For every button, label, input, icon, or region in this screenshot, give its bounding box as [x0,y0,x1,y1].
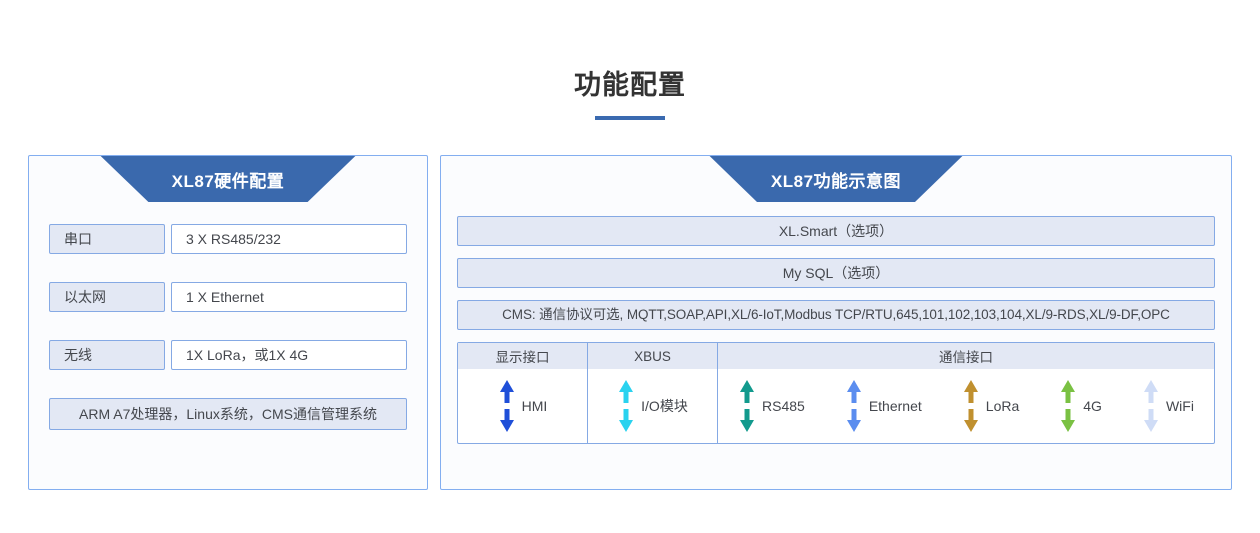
interface-label-io-module: I/O模块 [641,398,688,414]
interfaces-body-row: HMI I/O模块 [458,369,1214,443]
hardware-spec-list: 串口 3 X RS485/232 以太网 1 X Ethernet 无线 1X … [29,202,427,370]
banner-shape [100,156,356,202]
interface-item-ethernet: Ethernet [845,379,922,433]
interface-cell-xbus: I/O模块 [588,369,718,443]
double-arrow-icon [846,380,861,432]
comm-interface-list: RS485 Ethernet [718,379,1214,433]
interface-item-wifi: WiFi [1142,379,1194,433]
interface-label-4g: 4G [1083,398,1102,414]
interfaces-header-xbus: XBUS [588,343,718,369]
interface-label-wifi: WiFi [1165,398,1194,414]
spec-value-wireless: 1X LoRa，或1X 4G [171,340,407,370]
spec-label-serial: 串口 [49,224,165,254]
interface-label-lora: LoRa [985,398,1020,414]
interfaces-header-display: 显示接口 [458,343,588,369]
spec-row: 无线 1X LoRa，或1X 4G [49,340,407,370]
spec-label-ethernet: 以太网 [49,282,165,312]
interfaces-header-row: 显示接口 XBUS 通信接口 [458,343,1214,369]
interfaces-header-comm: 通信接口 [939,350,993,365]
double-arrow-icon [619,380,634,432]
interface-item-lora: LoRa [962,379,1019,433]
double-arrow-icon [499,380,514,432]
stack-bar-mysql: My SQL（选项） [457,258,1215,288]
double-arrow-icon [740,380,754,432]
hardware-config-banner-label: XL87硬件配置 [171,171,285,191]
interface-item-io-module: I/O模块 [617,379,688,433]
hardware-config-panel: XL87硬件配置 串口 3 X RS485/232 以太网 1 X Ethern… [28,155,428,490]
double-arrow-icon [1143,380,1158,432]
interface-item-4g: 4G [1059,379,1102,433]
hardware-config-banner: XL87硬件配置 [29,156,427,202]
function-diagram-banner-label: XL87功能示意图 [770,171,902,191]
spec-value-ethernet: 1 X Ethernet [171,282,407,312]
spec-label-wireless: 无线 [49,340,165,370]
interface-item-hmi: HMI [498,379,548,433]
spec-row: 以太网 1 X Ethernet [49,282,407,312]
interface-label-rs485: RS485 [762,398,805,414]
spec-row: 串口 3 X RS485/232 [49,224,407,254]
spec-value-serial: 3 X RS485/232 [171,224,407,254]
hardware-platform-footer: ARM A7处理器，Linux系统，CMS通信管理系统 [49,398,407,430]
double-arrow-icon [963,380,978,432]
interfaces-table: 显示接口 XBUS 通信接口 HMI [457,342,1215,444]
banner-shape [709,156,963,202]
interface-cell-comm: RS485 Ethernet [718,369,1214,443]
function-diagram-panel: XL87功能示意图 XL.Smart（选项） My SQL（选项） CMS: 通… [440,155,1232,490]
interface-label-hmi: HMI [521,398,548,414]
title-underline [595,116,665,120]
panels-container: XL87硬件配置 串口 3 X RS485/232 以太网 1 X Ethern… [28,155,1232,490]
stack-bar-cms-protocols: CMS: 通信协议可选, MQTT,SOAP,API,XL/6-IoT,Modb… [457,300,1215,330]
interface-label-ethernet: Ethernet [868,398,922,414]
page-header: 功能配置 [0,68,1260,120]
stack-bar-xlsmart: XL.Smart（选项） [457,216,1215,246]
interface-item-rs485: RS485 [738,379,805,433]
page-title: 功能配置 [574,70,686,100]
interface-cell-display: HMI [458,369,588,443]
software-stack: XL.Smart（选项） My SQL（选项） CMS: 通信协议可选, MQT… [441,202,1231,330]
double-arrow-icon [1061,380,1076,432]
function-diagram-banner: XL87功能示意图 [441,156,1231,202]
